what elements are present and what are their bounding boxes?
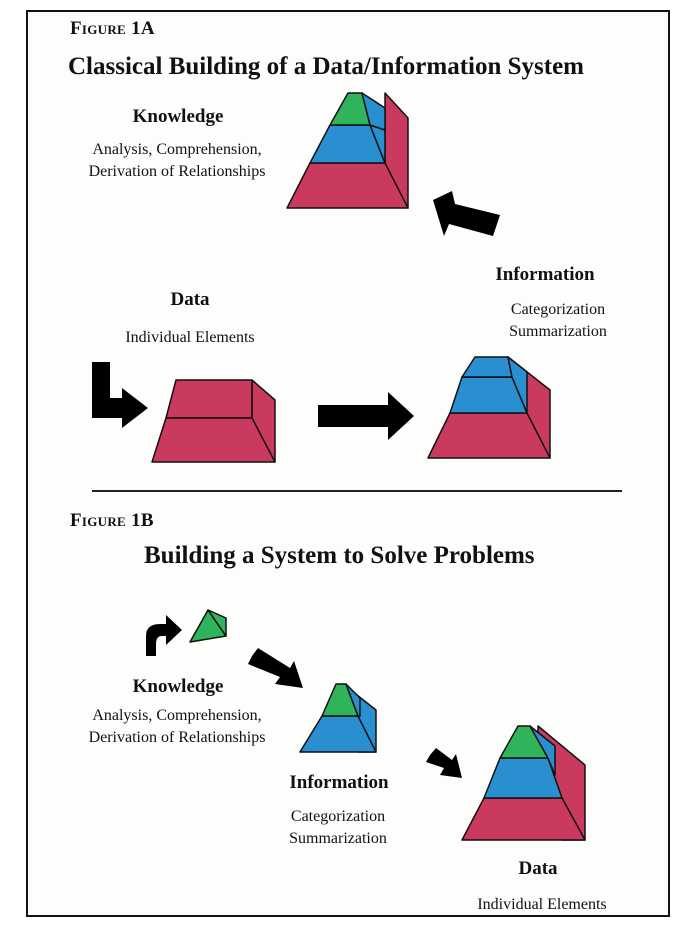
data-heading-b: Data	[518, 858, 558, 879]
data-desc-a: Individual Elements	[125, 329, 255, 346]
knowledge-side	[529, 725, 556, 776]
knowledge-side	[207, 609, 227, 637]
data-top-layer	[165, 379, 253, 419]
data-block-a	[151, 379, 276, 463]
information-desc-a-line2: Summarization	[509, 323, 607, 340]
figure-1b-label: Figure 1B	[70, 510, 154, 531]
information-pyramid-a	[427, 356, 551, 459]
curved-arrow-b	[146, 615, 182, 656]
data-desc-b: Individual Elements	[477, 896, 607, 913]
information-pyramid-b	[299, 683, 377, 753]
data-bottom-layer	[151, 417, 276, 463]
knowledge-pyramid-b	[189, 609, 227, 643]
data-heading-a: Data	[170, 289, 210, 310]
figure-divider	[92, 490, 622, 492]
figure-1b-title: Building a System to Solve Problems	[144, 542, 535, 569]
knowledge-heading-a: Knowledge	[132, 106, 224, 127]
figure-1a-title: Classical Building of a Data/Information…	[68, 53, 585, 80]
figure-1a-label: Figure 1A	[70, 18, 155, 39]
information-desc-b-line2: Summarization	[289, 830, 387, 847]
knowledge-heading-b: Knowledge	[132, 676, 224, 697]
knowledge-desc-b-line2: Derivation of Relationships	[88, 729, 266, 746]
knowledge-desc-a-line1: Analysis, Comprehension,	[92, 141, 262, 158]
up-left-arrow-a	[433, 191, 500, 236]
information-top-layer	[461, 356, 513, 378]
information-heading-b: Information	[289, 772, 389, 793]
down-right-arrow-b-1	[248, 648, 303, 688]
information-desc-b-line1: Categorization	[290, 808, 386, 825]
down-right-arrow-b-2	[426, 748, 462, 778]
information-side	[507, 356, 528, 414]
knowledge-side	[361, 92, 386, 131]
right-arrow-a	[318, 392, 414, 440]
knowledge-pyramid-a	[286, 92, 409, 209]
information-heading-a: Information	[495, 264, 595, 285]
knowledge-desc-a-line2: Derivation of Relationships	[88, 163, 266, 180]
knowledge-desc-b-line1: Analysis, Comprehension,	[92, 707, 262, 724]
information-desc-a-line1: Categorization	[510, 301, 606, 318]
data-pyramid-b	[461, 725, 586, 841]
l-shaped-arrow-a	[92, 362, 148, 428]
knowledge-side	[345, 683, 361, 717]
